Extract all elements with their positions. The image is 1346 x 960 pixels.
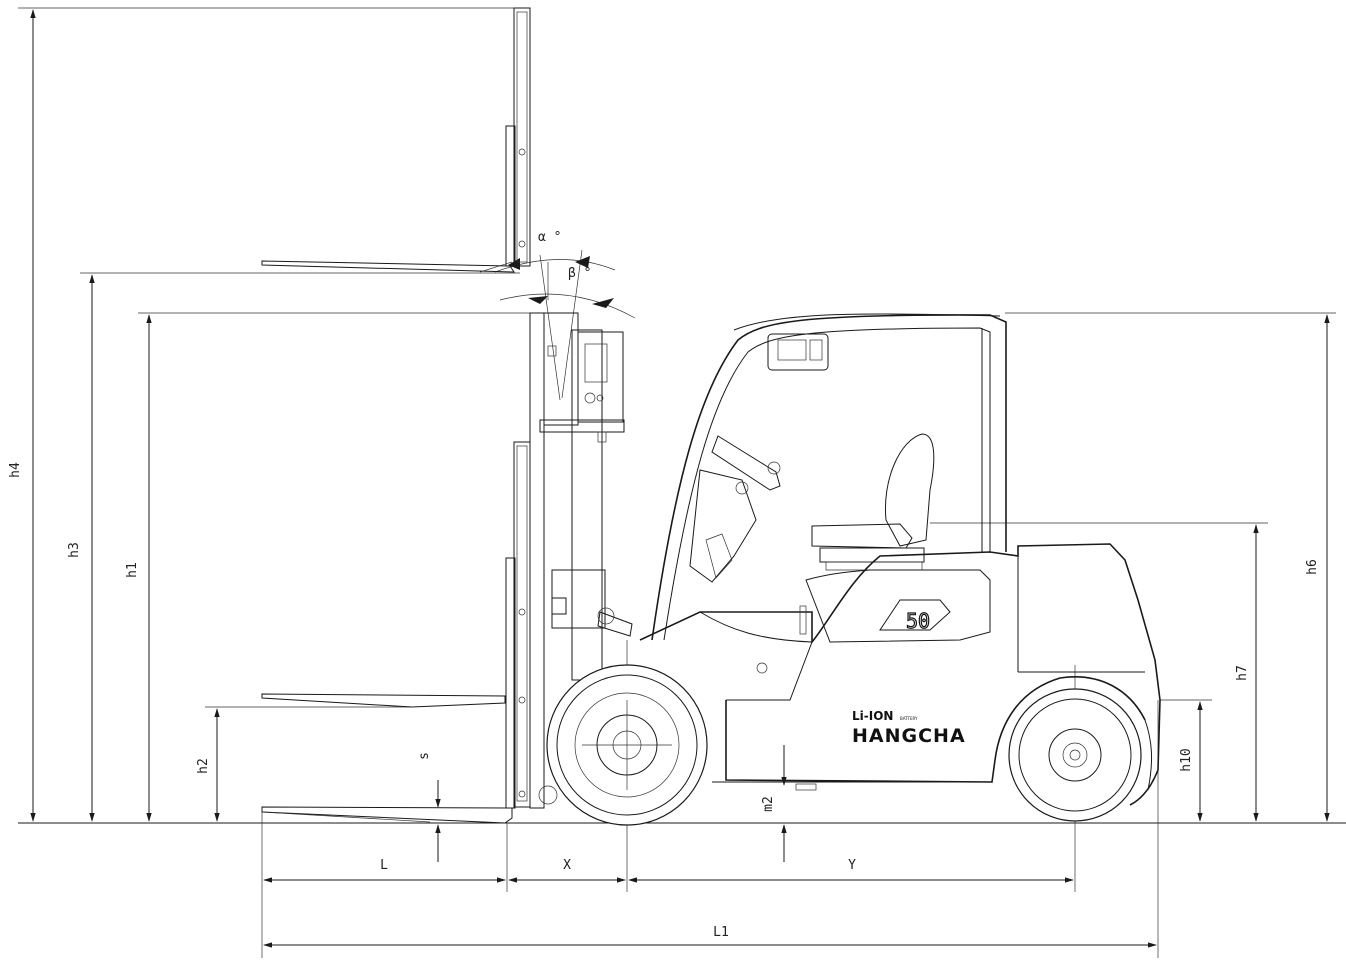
tilt-angle-indicator xyxy=(494,249,636,401)
label-s: s xyxy=(417,752,432,760)
label-alpha: α ° xyxy=(538,230,561,245)
operator-seat xyxy=(811,433,935,571)
rear-wheel xyxy=(1008,688,1142,822)
label-h6: h6 xyxy=(1305,559,1320,575)
brand-logo: Li-ION BATTERY HANGCHA xyxy=(852,709,966,747)
label-h3: h3 xyxy=(67,542,82,558)
brand-line2: HANGCHA xyxy=(852,725,966,747)
label-L1: L1 xyxy=(713,925,729,940)
label-m2: m2 xyxy=(761,796,776,812)
label-h4: h4 xyxy=(8,462,23,478)
label-h2: h2 xyxy=(196,758,211,774)
chassis-bottom xyxy=(712,719,1153,791)
front-wheel xyxy=(546,664,708,826)
label-X: X xyxy=(563,858,571,873)
raised-fork-carriage xyxy=(261,7,531,273)
brand-line1-suffix: BATTERY xyxy=(900,716,918,721)
lowered-fork xyxy=(261,806,513,824)
overhead-guard xyxy=(651,313,1007,641)
label-h7: h7 xyxy=(1235,665,1250,681)
mast xyxy=(505,312,633,809)
label-h1: h1 xyxy=(125,562,140,578)
mid-fork xyxy=(261,693,506,708)
label-h10: h10 xyxy=(1179,748,1194,771)
brand-line1: Li-ION xyxy=(852,709,893,723)
label-beta: β ° xyxy=(568,266,591,281)
model-number: 50 xyxy=(906,609,930,633)
label-Y: Y xyxy=(848,858,856,873)
label-L: L xyxy=(380,858,388,873)
steering-column xyxy=(689,435,781,583)
